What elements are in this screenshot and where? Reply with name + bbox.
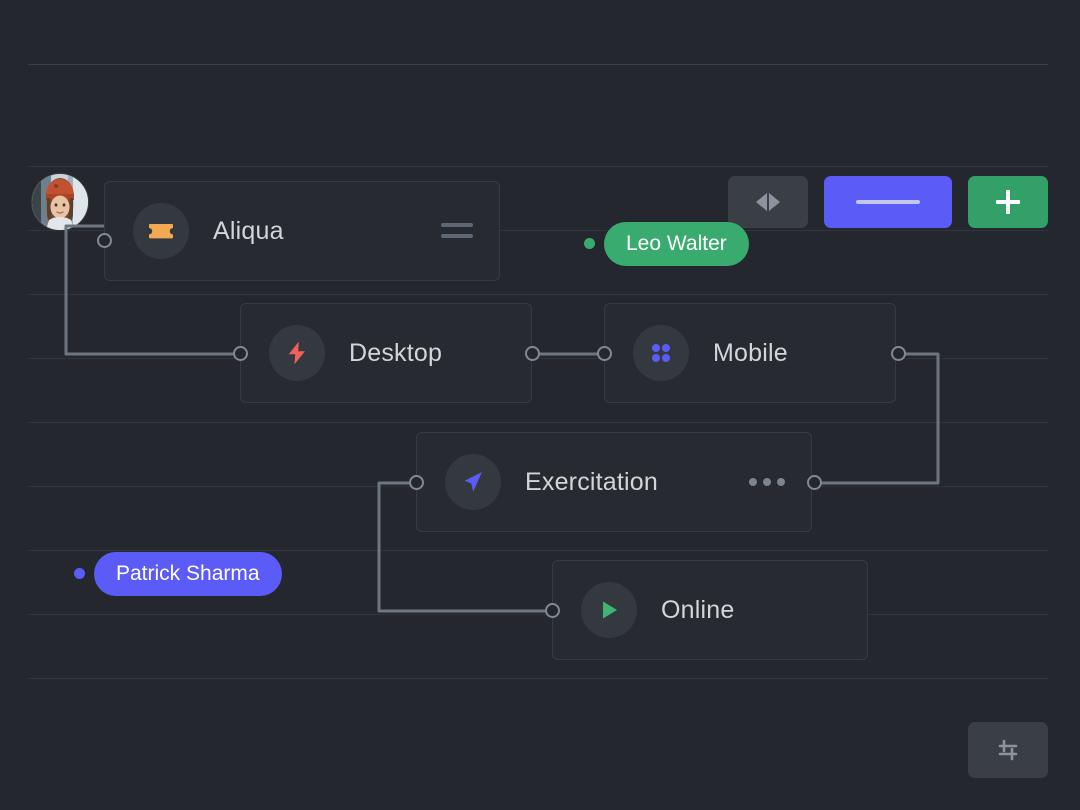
grid-line	[28, 230, 1048, 231]
header-divider	[28, 64, 1048, 65]
remove-button[interactable]	[824, 176, 952, 228]
port-desktop-right[interactable]	[525, 346, 540, 361]
node-card-exercitation[interactable]: Exercitation	[416, 432, 812, 532]
pan-tool-button[interactable]	[728, 176, 808, 228]
minus-icon	[856, 200, 920, 204]
grid-line	[28, 614, 1048, 615]
ticket-icon	[133, 203, 189, 259]
grid-line	[28, 422, 1048, 423]
tag-dot-patrick-sharma	[74, 568, 85, 579]
left-right-arrows-icon	[756, 193, 780, 211]
adjust-settings-button[interactable]	[968, 722, 1048, 778]
node-card-desktop[interactable]: Desktop	[240, 303, 532, 403]
tag-patrick-sharma[interactable]: Patrick Sharma	[94, 552, 282, 596]
node-card-online[interactable]: Online	[552, 560, 868, 660]
node-label: Desktop	[349, 338, 443, 367]
port-desktop-left[interactable]	[233, 346, 248, 361]
edge-mobile-exercitation	[812, 352, 940, 485]
node-label: Aliqua	[213, 216, 284, 245]
more-dots-icon[interactable]	[749, 478, 785, 486]
four-dot-grid-icon	[633, 325, 689, 381]
node-card-aliqua[interactable]: Aliqua	[104, 181, 500, 281]
port-aliqua-left[interactable]	[97, 233, 112, 248]
node-label: Exercitation	[525, 467, 659, 496]
edge-exercitation-online	[377, 481, 553, 613]
edge-layer	[64, 224, 940, 613]
tag-label: Patrick Sharma	[116, 562, 260, 585]
port-exercitation-right[interactable]	[807, 475, 822, 490]
port-online-left[interactable]	[545, 603, 560, 618]
tag-dot-leo-walter	[584, 238, 595, 249]
edge-aliqua-desktop	[64, 224, 242, 356]
toolbar	[0, 80, 1080, 230]
grid-line	[28, 678, 1048, 679]
port-exercitation-left[interactable]	[409, 475, 424, 490]
avatar[interactable]	[32, 174, 88, 230]
node-label: Online	[661, 595, 735, 624]
sliders-icon	[998, 739, 1018, 761]
node-label: Mobile	[713, 338, 788, 367]
plus-icon	[996, 190, 1020, 214]
lightning-bolt-icon	[269, 325, 325, 381]
node-card-mobile[interactable]: Mobile	[604, 303, 896, 403]
node-canvas[interactable]: Aliqua Desktop	[0, 166, 1080, 726]
user-avatar-photo	[32, 174, 88, 230]
grid-line	[28, 294, 1048, 295]
equals-menu-icon[interactable]	[441, 222, 473, 240]
port-mobile-left[interactable]	[597, 346, 612, 361]
grid-line	[28, 550, 1048, 551]
port-mobile-right[interactable]	[891, 346, 906, 361]
add-node-button[interactable]	[968, 176, 1048, 228]
navigation-arrow-icon	[445, 454, 501, 510]
play-triangle-icon	[581, 582, 637, 638]
tag-label: Leo Walter	[626, 232, 727, 255]
tag-leo-walter[interactable]: Leo Walter	[604, 222, 749, 266]
grid-line	[28, 166, 1048, 167]
